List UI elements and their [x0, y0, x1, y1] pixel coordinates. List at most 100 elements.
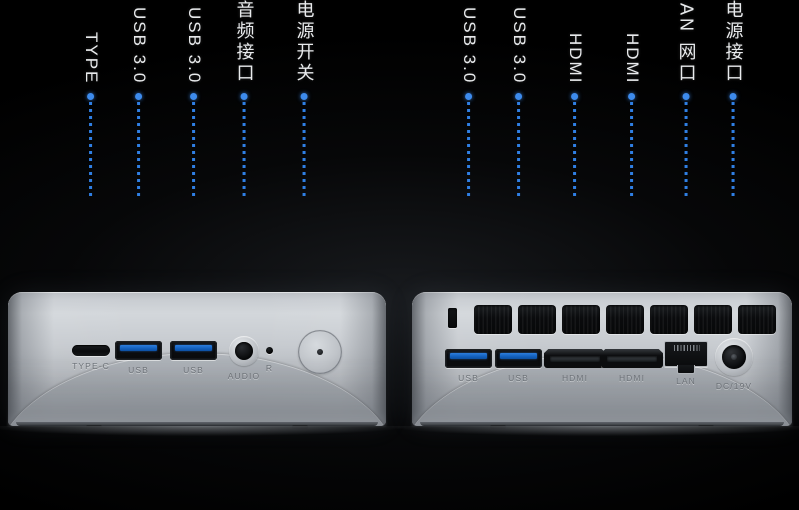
lock-slot-icon [448, 308, 457, 328]
leader-dashes [89, 102, 93, 200]
port-audio-jack[interactable]: AUDIO [228, 336, 259, 381]
callout-lan[interactable]: LAN 网口 [676, 0, 697, 200]
port-label: USB [128, 365, 149, 375]
leader-dot [465, 93, 473, 100]
usb-tongue [450, 352, 487, 359]
usb-a-icon [495, 349, 542, 368]
port-hdmi-1[interactable]: HDMI [544, 349, 606, 383]
port-label: USB [458, 373, 479, 383]
port-label: DC/19V [715, 381, 753, 391]
vent-icon [694, 305, 732, 334]
callout-usb30-1[interactable]: USB 3.0 [129, 6, 149, 200]
leader-dashes [242, 102, 246, 200]
port-usb30-1[interactable]: USB [115, 341, 162, 375]
vent-icon [738, 305, 776, 334]
usb-tongue [120, 344, 157, 351]
vent-grille [518, 305, 556, 334]
port-hdmi-2[interactable]: HDMI [601, 349, 663, 383]
front-foot-left [86, 425, 102, 429]
leader-dot [190, 93, 198, 100]
leader-dot [300, 93, 308, 100]
vent-grille [738, 305, 776, 334]
callout-usb30-4[interactable]: USB 3.0 [510, 7, 529, 200]
rj45-tab [677, 365, 695, 374]
vent-icon [562, 305, 600, 334]
usb-a-icon [170, 341, 217, 360]
callout-usb30-3[interactable]: USB 3.0 [459, 6, 479, 200]
callout-dc-in[interactable]: 电源接口 [723, 0, 743, 200]
callout-label: 音频接口 [234, 0, 255, 84]
callout-label: 电源开关 [294, 0, 315, 84]
port-label: R [265, 363, 274, 373]
leader-line [135, 93, 143, 200]
callout-usb30-2[interactable]: USB 3.0 [184, 6, 204, 200]
vent-icon [650, 305, 688, 334]
dc-barrel-hole [722, 345, 746, 369]
vent-grille [650, 305, 688, 334]
port-usb30-3[interactable]: USB [445, 349, 492, 383]
vent-grille [474, 305, 512, 334]
leader-dashes [137, 102, 141, 200]
audio-jack-hole [235, 342, 253, 360]
leader-line [300, 93, 308, 200]
leader-dashes [302, 102, 306, 200]
front-foot-right [292, 425, 308, 429]
leader-dot [571, 93, 579, 100]
leader-line [515, 93, 523, 200]
dc-barrel-icon [715, 338, 753, 376]
callout-label: USB 3.0 [459, 6, 479, 84]
rear-foot-right [698, 425, 714, 429]
leader-dashes [467, 102, 471, 200]
vent-grille [562, 305, 600, 334]
callout-label: HDMI [622, 32, 642, 84]
leader-line [571, 93, 579, 200]
callout-hdmi-2[interactable]: HDMI [622, 32, 642, 200]
port-type-c[interactable]: TYPE-C [72, 345, 110, 371]
power-button-icon [298, 330, 342, 374]
power-button[interactable] [298, 330, 342, 374]
port-lan[interactable]: LAN [664, 341, 708, 386]
rear-panel-device: USB USB HDMI HDMI [392, 292, 799, 436]
callout-power-switch[interactable]: 电源开关 [294, 0, 315, 200]
leader-dashes [192, 102, 196, 200]
callout-label: USB 3.0 [184, 6, 204, 84]
leader-dot [515, 93, 523, 100]
kensington-lock-slot[interactable] [448, 308, 457, 328]
usb-tongue [500, 352, 537, 359]
audio-jack-icon [229, 336, 259, 366]
leader-line [87, 93, 95, 200]
hdmi-icon [544, 349, 606, 368]
port-usb30-2[interactable]: USB [170, 341, 217, 375]
leader-dot [135, 93, 143, 100]
rj45-body [664, 341, 708, 367]
leader-line [240, 93, 248, 200]
dc-barrel-pin [731, 354, 737, 360]
vent-grille [694, 305, 732, 334]
usb-a-icon [445, 349, 492, 368]
port-usb30-4[interactable]: USB [495, 349, 542, 383]
callout-hdmi-1[interactable]: HDMI [566, 33, 585, 200]
callout-label: TYPE [81, 31, 101, 84]
leader-dashes [684, 102, 688, 200]
callout-label: LAN 网口 [676, 0, 697, 84]
port-label: HDMI [561, 373, 589, 383]
vent-icon [474, 305, 512, 334]
port-dc-in[interactable]: DC/19V [715, 338, 753, 391]
port-reset-pinhole[interactable]: R [266, 347, 273, 373]
usb-tongue [175, 344, 212, 351]
callout-label: USB 3.0 [129, 6, 149, 84]
leader-line [682, 93, 690, 200]
reset-pinhole-icon [266, 347, 273, 354]
leader-dot [729, 93, 737, 100]
callout-audio-jack[interactable]: 音频接口 [234, 0, 255, 200]
callout-layer: TYPE USB 3.0 USB 3.0 音频接口 [0, 0, 799, 200]
rj45-pins [674, 344, 700, 351]
port-label: TYPE-C [72, 361, 110, 371]
leader-dashes [517, 102, 521, 200]
leader-line [190, 93, 198, 200]
port-label: HDMI [618, 373, 646, 383]
hdmi-inner [607, 355, 657, 362]
callout-type-c[interactable]: TYPE [81, 31, 101, 200]
vent-icon [606, 305, 644, 334]
